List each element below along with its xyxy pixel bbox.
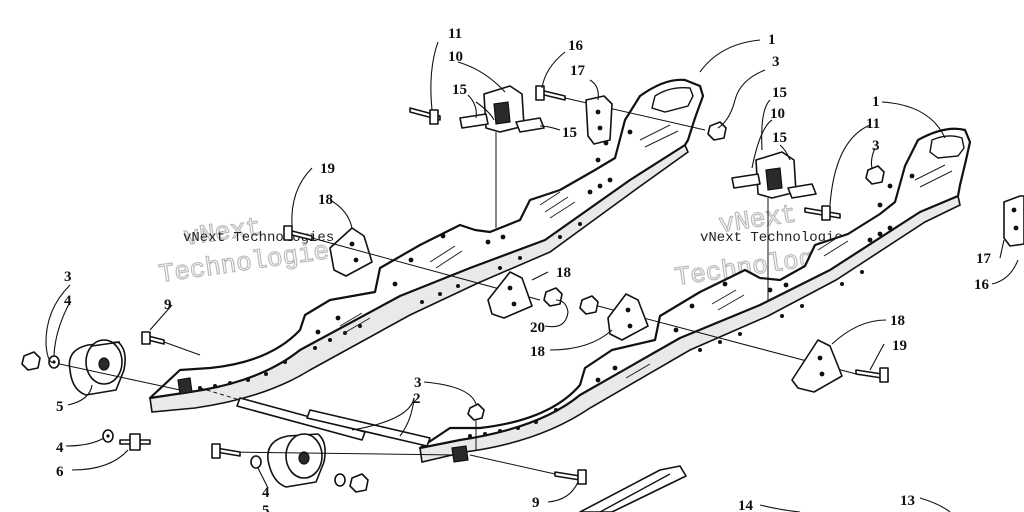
- callout-18-middle: 18: [556, 265, 571, 281]
- callout-11-upper: 11: [448, 26, 462, 42]
- callout-18-upper: 18: [318, 192, 333, 208]
- callout-6: 6: [56, 464, 64, 480]
- nut-3-upper-right: [865, 165, 885, 185]
- bolt-11-upper-right: [804, 205, 841, 221]
- front-wheel-left: [54, 339, 181, 396]
- callout-3-middle: 3: [414, 375, 422, 391]
- left-rail-shading: [339, 124, 679, 333]
- callout-1-upper: 1: [768, 32, 776, 48]
- bolt-11-upper-left: [409, 107, 441, 125]
- nut-lower-3: [349, 473, 369, 493]
- callout-15-upper-right: 15: [562, 125, 577, 141]
- callout-1-right: 1: [872, 94, 880, 110]
- bolt-9-upper: [141, 331, 201, 356]
- callout-4-left: 4: [64, 293, 72, 309]
- callout-19-upper: 19: [320, 161, 335, 177]
- callout-3-left: 3: [64, 269, 72, 285]
- right-slide-rail: [418, 127, 972, 463]
- bolt-9-lower: [469, 454, 587, 485]
- callout-16-upper: 16: [568, 38, 584, 54]
- right-rail-shading: [619, 164, 953, 379]
- cross-shafts: [199, 387, 431, 447]
- nut-3-middle: [467, 403, 485, 450]
- callout-4-lower-left: 4: [56, 440, 64, 456]
- bolt-left-6: [119, 433, 151, 451]
- callout-10-upper: 10: [448, 49, 463, 65]
- nut-left-3: [21, 351, 41, 371]
- right-rail-holes: [468, 173, 915, 438]
- callout-9-upper: 9: [164, 297, 172, 313]
- bracket-18-lower: [607, 293, 649, 341]
- watermark-text-right: vNext Technologies: [700, 230, 851, 246]
- callout-15-right-top: 15: [772, 85, 787, 101]
- callout-16-right: 16: [974, 277, 990, 293]
- callout-4-bottom: 4: [262, 485, 270, 501]
- callout-17-right: 17: [976, 251, 992, 267]
- hyfax-strip: [579, 465, 687, 512]
- bolt-lower-left: [211, 443, 241, 459]
- callout-19-right: 19: [892, 338, 907, 354]
- bracket-17-upper: [585, 95, 613, 145]
- shock-bracket-right: [731, 151, 817, 300]
- callout-18-lower: 18: [530, 344, 545, 360]
- bracket-18-right: [791, 339, 843, 393]
- callout-20: 20: [530, 320, 545, 336]
- bolt-19-right: [855, 367, 889, 383]
- callout-13: 13: [900, 493, 915, 509]
- front-wheel-right: [224, 433, 456, 488]
- callout-18-right: 18: [890, 313, 905, 329]
- bracket-18-middle: [487, 271, 533, 319]
- shock-bracket-left: [459, 85, 545, 228]
- callout-5-bottom: 5: [262, 503, 270, 512]
- callout-2: 2: [413, 391, 421, 407]
- callout-3-upper: 3: [772, 54, 780, 70]
- nut-20-a: [543, 287, 563, 307]
- callout-10-right: 10: [770, 106, 785, 122]
- washer-lower-4: [250, 455, 262, 469]
- nut-3-upper: [707, 121, 727, 141]
- callout-9-lower: 9: [532, 495, 540, 511]
- callout-14: 14: [738, 498, 754, 512]
- callout-5-left: 5: [56, 399, 64, 415]
- washer-left-lower-4: [102, 429, 114, 443]
- bracket-17-right-edge: [1003, 195, 1024, 247]
- callout-17-upper: 17: [570, 63, 586, 79]
- left-slide-rail: [148, 78, 705, 413]
- callout-labels: 1 1 2 3 3 3 3 4 4 4 5 5 6 9 9 10 10 11 1…: [56, 26, 992, 512]
- callout-15-right-bottom: 15: [772, 130, 787, 146]
- washer-lower-right-4: [334, 473, 346, 487]
- callout-15-upper-left: 15: [452, 82, 467, 98]
- callout-3-right: 3: [872, 138, 880, 154]
- watermark-left: vNext vNext Technologies Technologies: [156, 212, 347, 291]
- left-rail-holes: [198, 129, 633, 390]
- callout-11-right: 11: [866, 116, 880, 132]
